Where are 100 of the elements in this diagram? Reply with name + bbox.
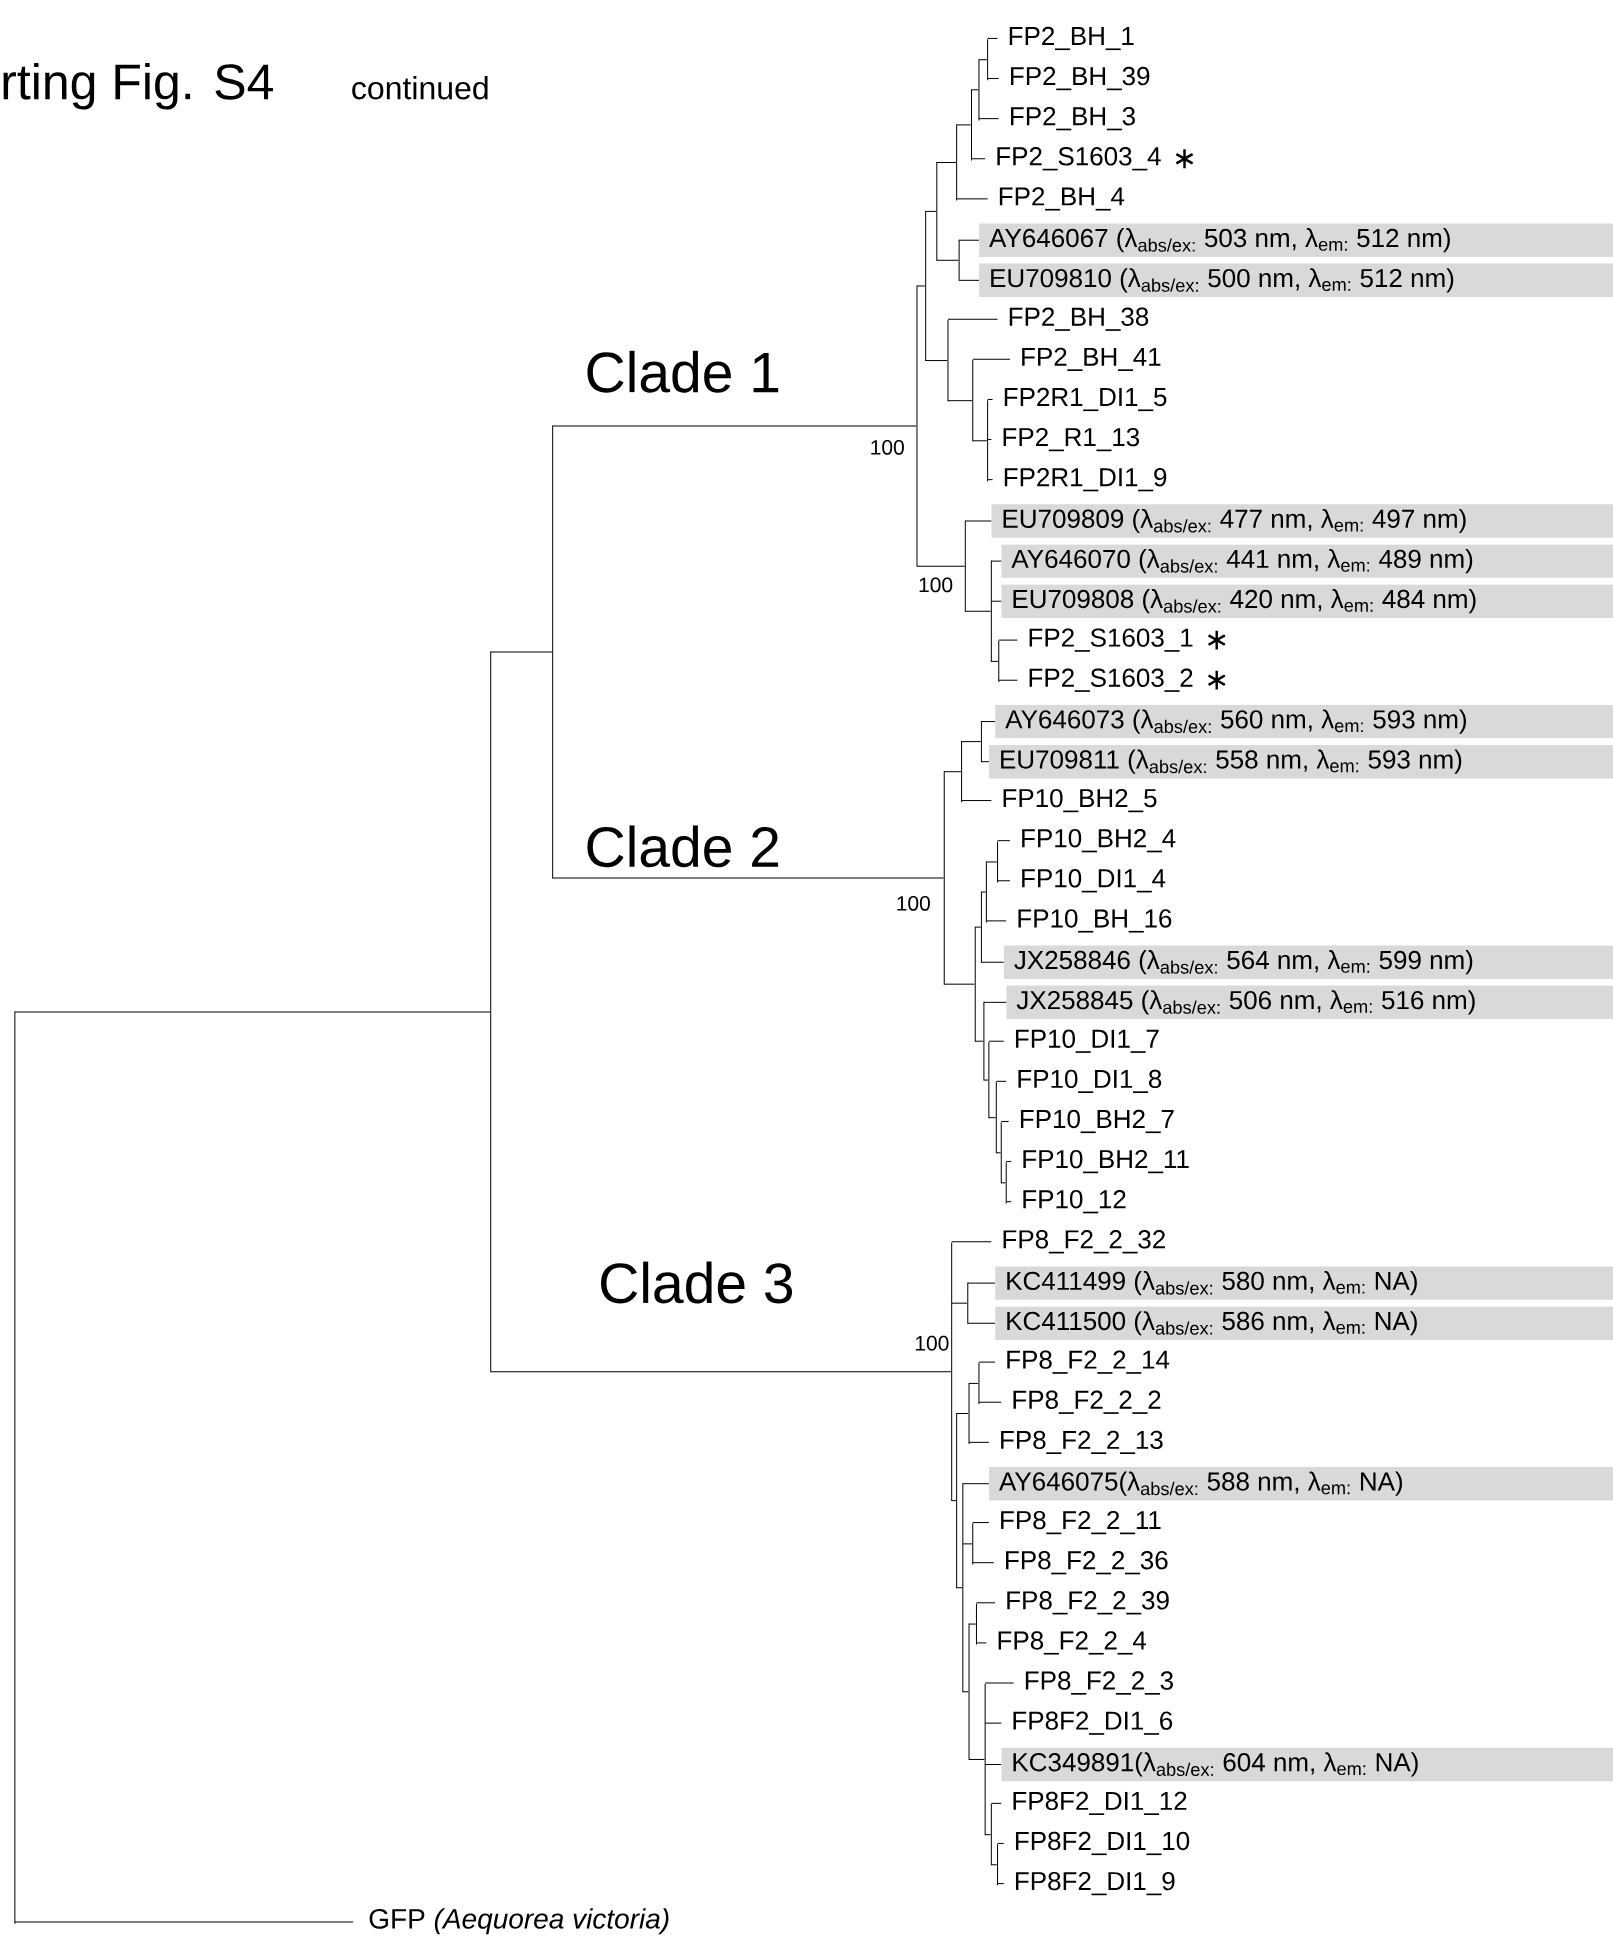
tree-branch xyxy=(986,398,993,400)
highlighted-label: KC411500 (λ$_{abs/ex:}$ 586 nm, λ$_{em:}$ NA) xyxy=(995,1306,1613,1340)
bootstrap-value: 100 xyxy=(919,577,953,593)
highlighted-label: KC349891(λ$_{abs/ex:}$ 604 nm, λ$_{em:}$ NA) xyxy=(1001,1747,1613,1782)
leaf-label: FP8F2_DI1_9 xyxy=(1015,1871,1175,1896)
leaf-label: FP10_BH2_4 xyxy=(1022,829,1176,853)
tree-branch xyxy=(984,1763,1002,1765)
tree-branch xyxy=(916,565,965,567)
tree-branch xyxy=(943,983,975,985)
tree-branch xyxy=(996,1883,1005,1885)
tree-branch xyxy=(916,285,926,287)
asterisk-mark: ∗ xyxy=(1207,670,1226,690)
highlighted-label: AY646067 (λ$_{abs/ex:}$ 503 nm, λ$_{em:}$ 512 nm) xyxy=(978,223,1613,257)
tree-branch xyxy=(962,1483,990,1485)
tree-branch xyxy=(974,926,982,928)
asterisk-mark: ∗ xyxy=(1207,630,1226,650)
tree-branch xyxy=(978,1361,996,1363)
leaf-label: FP2_R1_13 xyxy=(1003,427,1139,452)
tree-branch xyxy=(972,1522,990,1524)
tree-branch xyxy=(970,89,979,91)
leaf-label: FP2_BH_38 xyxy=(1009,307,1148,331)
highlighted-label: EU709809 (λ$_{abs/ex:}$ 477 nm, λ$_{em:}$ 497 nm) xyxy=(991,504,1613,538)
leaf-label: FP10_12 xyxy=(1023,1190,1126,1214)
tree-branch xyxy=(975,1642,987,1644)
tree-branch xyxy=(974,1040,984,1042)
tree-branch xyxy=(955,1413,969,1414)
title-note: continued xyxy=(352,75,488,100)
tree-branch xyxy=(964,520,992,522)
leaf-label: FP10_BH2_11 xyxy=(1023,1149,1189,1174)
bootstrap-value: 100 xyxy=(871,439,904,455)
tree-branch xyxy=(995,1080,1007,1082)
leaf-label: FP8_F2_2_32 xyxy=(1003,1230,1165,1254)
tree-branch xyxy=(960,800,992,802)
leaf-label: FP2_S1603_2 xyxy=(1029,668,1193,692)
tree-branch xyxy=(970,158,986,160)
tree-branch xyxy=(988,1117,996,1119)
tree-branch xyxy=(936,259,959,261)
tree-branch xyxy=(983,1001,1007,1003)
tree-branch xyxy=(1005,1161,1012,1163)
tree-branch xyxy=(967,1322,996,1324)
tree-branch xyxy=(990,1864,998,1866)
tree-branch xyxy=(972,358,1011,360)
tree-branch xyxy=(1000,1120,1009,1122)
tree-branch xyxy=(996,1842,1005,1844)
tree-branch xyxy=(996,880,1011,882)
highlighted-label: AY646070 (λ$_{abs/ex:}$ 441 nm, λ$_{em:}$ 489 nm) xyxy=(1001,544,1613,578)
highlighted-label: AY646075(λ$_{abs/ex:}$ 588 nm, λ$_{em:}$ NA) xyxy=(988,1466,1613,1501)
leaf-label: FP8_F2_2_4 xyxy=(998,1631,1146,1655)
leaf-label: FP10_BH2_7 xyxy=(1020,1109,1174,1134)
tree-branch xyxy=(951,1500,957,1502)
tree-branch xyxy=(1000,1182,1006,1184)
tree-branch xyxy=(996,840,1011,842)
tree-branch xyxy=(1005,1201,1012,1203)
leaf-label: FP2R1_DI1_5 xyxy=(1004,387,1167,412)
tree-branch xyxy=(958,239,980,241)
leaf-label: FP8_F2_2_36 xyxy=(1005,1551,1168,1575)
tree-branch xyxy=(924,210,937,212)
tree-branch xyxy=(490,1371,952,1373)
highlighted-label: KC411499 (λ$_{abs/ex:}$ 580 nm, λ$_{em:}$ NA) xyxy=(995,1266,1613,1300)
leaf-label: FP8_F2_2_2 xyxy=(1013,1390,1161,1414)
tree-branch xyxy=(960,741,982,743)
tree-branch xyxy=(552,425,917,427)
tree-branch xyxy=(978,59,988,61)
leaf-label: FP2_BH_3 xyxy=(1010,107,1135,131)
tree-branch xyxy=(980,891,986,893)
leaf-label: FP8F2_DI1_10 xyxy=(1015,1831,1189,1856)
tree-branch xyxy=(964,610,991,612)
clade-label: Clade 3 xyxy=(600,1261,792,1304)
tree-branch xyxy=(978,1401,1002,1403)
clade-label: Clade 2 xyxy=(587,825,778,868)
leaf-label: FP8_F2_2_11 xyxy=(1000,1510,1161,1535)
tree-branch xyxy=(985,861,998,863)
figure-title: rting Fig. S4 xyxy=(3,62,273,110)
leaf-label: FP2_BH_4 xyxy=(999,187,1124,211)
leaf-label: FP8_F2_2_3 xyxy=(1025,1671,1173,1695)
tree-branch xyxy=(962,1691,969,1693)
leaf-label: FP2_BH_39 xyxy=(1010,66,1150,91)
leaf-label: FP10_DI1_7 xyxy=(1015,1029,1159,1053)
tree-branch xyxy=(990,1802,1002,1804)
tree-branch xyxy=(978,118,1000,120)
leaf-label: FP2R1_DI1_9 xyxy=(1004,468,1167,492)
tree-branch xyxy=(958,279,980,281)
leaf-label: FP2_S1603_1 xyxy=(1029,628,1193,652)
tree-branch xyxy=(980,761,990,763)
tree-branch xyxy=(951,1302,968,1304)
leaf-label: FP8_F2_2_14 xyxy=(1007,1350,1169,1374)
leaf-label: FP10_BH2_5 xyxy=(1003,788,1157,813)
tree-branch xyxy=(975,1602,996,1604)
highlighted-label: AY646073 (λ$_{abs/ex:}$ 560 nm, λ$_{em:}$ 593 nm) xyxy=(995,704,1613,739)
highlighted-label: EU709811 (λ$_{abs/ex:}$ 558 nm, λ$_{em:}$ 593 nm) xyxy=(988,744,1613,779)
tree-branch xyxy=(936,162,957,163)
tree-branch xyxy=(980,721,996,723)
tree-branch xyxy=(951,1241,992,1243)
tree-branch xyxy=(967,1282,996,1284)
tree-branch xyxy=(990,600,1002,602)
tree-branch xyxy=(552,877,944,879)
tree-branch xyxy=(986,37,998,39)
leaf-label: FP2_S1603_4 xyxy=(997,147,1161,171)
leaf-label: FP8_F2_2_13 xyxy=(1000,1430,1163,1454)
tree-branch xyxy=(947,318,998,320)
